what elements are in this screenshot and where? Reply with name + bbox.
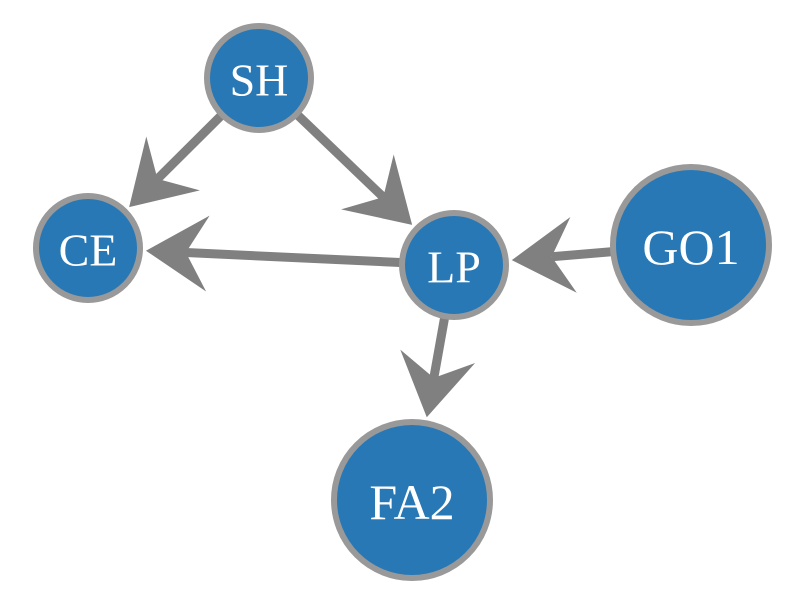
node-label: FA2 (369, 474, 454, 530)
arrow-head-icon (400, 349, 476, 418)
edge-lp-to-fa2 (400, 317, 476, 418)
node-label: CE (59, 225, 118, 276)
edge-lp-to-ce (145, 215, 401, 292)
arrow-head-icon (129, 136, 200, 208)
node-label: SH (230, 55, 289, 106)
node-label: GO1 (642, 219, 739, 275)
node-circle[interactable] (331, 419, 493, 581)
node-fa2[interactable]: FA2 (331, 419, 493, 581)
node-lp[interactable]: LP (399, 210, 509, 320)
node-go1[interactable]: GO1 (610, 164, 772, 326)
edge-line (551, 247, 612, 262)
node-circle[interactable] (399, 210, 509, 320)
edge-go1-to-lp (511, 217, 612, 293)
arrow-head-icon (341, 154, 413, 225)
edge-line (154, 112, 224, 183)
arrow-head-icon (511, 217, 577, 293)
edge-line (185, 248, 401, 267)
edge-sh-to-ce (129, 112, 224, 208)
node-circle[interactable] (610, 164, 772, 326)
node-ce[interactable]: CE (33, 193, 143, 303)
node-sh[interactable]: SH (204, 23, 314, 133)
node-circle[interactable] (204, 23, 314, 133)
node-circle[interactable] (33, 193, 143, 303)
edge-line (294, 112, 387, 201)
arrow-head-icon (145, 215, 210, 292)
node-label: LP (427, 242, 481, 293)
edge-sh-to-lp (294, 112, 413, 225)
edges-layer (129, 112, 612, 418)
edge-line (429, 317, 449, 379)
